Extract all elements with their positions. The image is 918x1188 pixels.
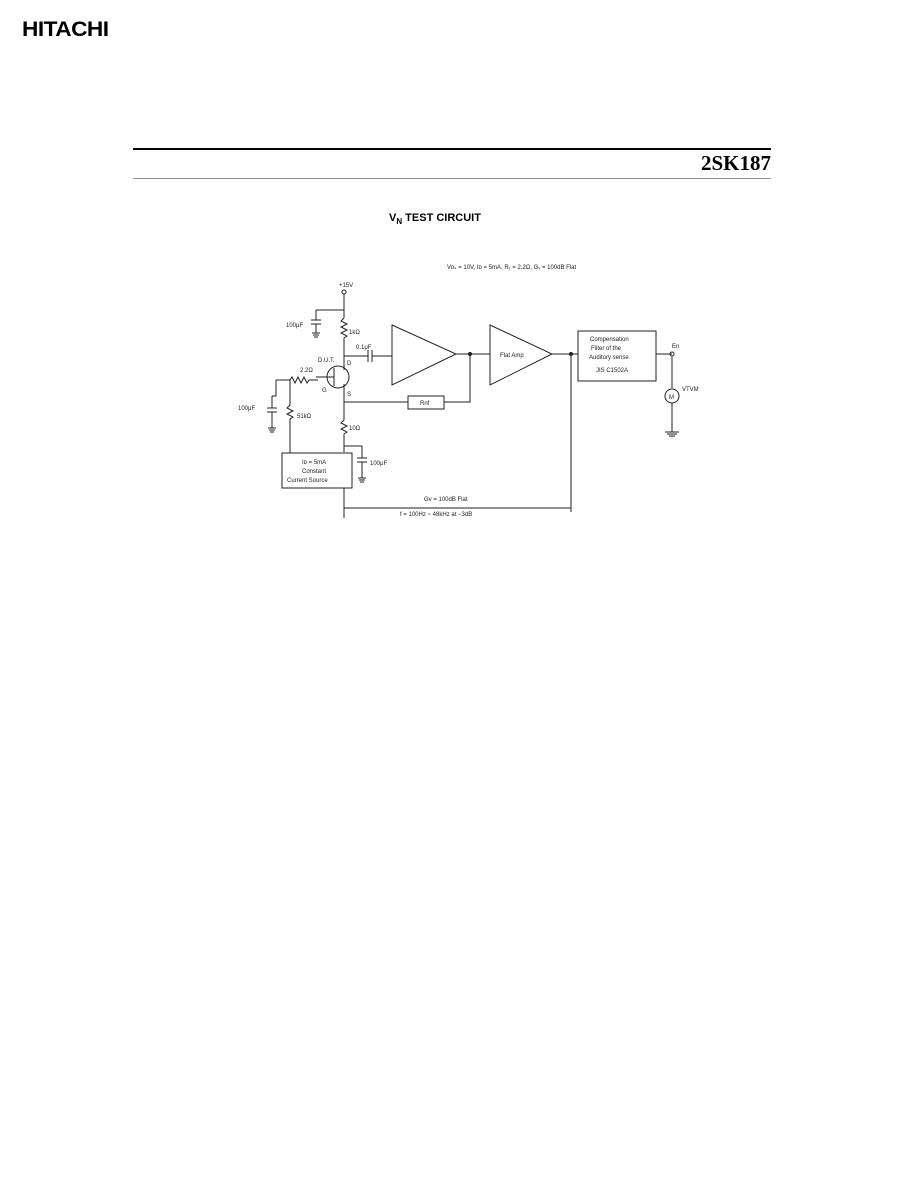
- wire-c2-top: [272, 380, 277, 397]
- label-comp-2: Filter of the: [591, 346, 622, 352]
- hitachi-logo: HITACHI: [22, 18, 109, 41]
- resistor-bias: [285, 380, 295, 453]
- part-number: 2SK187: [700, 151, 771, 175]
- resistor-source: [339, 402, 349, 452]
- resistor-gate: [276, 375, 318, 385]
- figure-title: VN TEST CIRCUIT: [389, 212, 481, 226]
- label-pin-d: D: [347, 361, 352, 367]
- amplifier-1: [391, 324, 458, 386]
- ground-c1: [312, 324, 320, 338]
- vn-test-circuit-diagram: +15V 100μF 1kΩ 0.1μF D.U.T. D G S 2.2Ω 1…: [238, 265, 699, 518]
- label-conditions: Vᴅₛ = 10V, Iᴅ = 5mA, R₁ = 2.2Ω, Gᵥ = 100…: [447, 265, 576, 271]
- wire-c3: [344, 445, 363, 458]
- label-ccs-1: Iᴅ = 5mA: [302, 460, 326, 466]
- label-r-drain: 1kΩ: [349, 330, 360, 336]
- label-c3: 100μF: [370, 461, 387, 467]
- label-comp-3: Auditory sense: [589, 355, 629, 361]
- wire-source-feedback: [344, 356, 471, 403]
- label-pin-g: G: [322, 388, 327, 394]
- capacitor-c1: [311, 319, 321, 325]
- capacitor-c3: [357, 457, 367, 463]
- label-c-couple: 0.1μF: [356, 345, 372, 351]
- header-subrule: [133, 178, 771, 179]
- compensation-filter-box: [577, 330, 657, 382]
- capacitor-couple: [344, 350, 392, 362]
- title-rest: TEST CIRCUIT: [402, 212, 481, 224]
- resistor-rnf: [407, 395, 445, 410]
- header-rule: [133, 148, 771, 150]
- label-output: En: [672, 344, 679, 350]
- title-subscript: N: [396, 217, 403, 227]
- label-meter-symbol: M: [669, 395, 674, 401]
- label-flat-amp: Flat Amp: [500, 353, 524, 359]
- resistor-drain: [339, 317, 349, 356]
- flat-amplifier: [489, 324, 554, 386]
- label-pin-s: S: [347, 392, 351, 398]
- capacitor-c2: [267, 407, 277, 413]
- title-v: V: [389, 212, 397, 224]
- label-rnf: Rnf: [420, 401, 430, 407]
- label-comp-4: JIS C1502A: [596, 368, 628, 374]
- label-meter: VTVM: [682, 387, 699, 393]
- label-r-bias: 51kΩ: [297, 414, 312, 420]
- label-c2: 100μF: [238, 406, 255, 412]
- ground-c3: [358, 462, 366, 483]
- ground-c2: [268, 412, 276, 433]
- label-bandwidth: f = 100Hz ~ 48kHz at −3dB: [400, 512, 472, 518]
- label-r-gate: 2.2Ω: [300, 368, 313, 374]
- label-c1: 100μF: [286, 323, 303, 329]
- label-supply: +15V: [339, 283, 353, 289]
- ground-meter: [665, 403, 679, 437]
- label-gain: Gv = 100dB Flat: [424, 497, 468, 503]
- constant-current-source-box: [281, 452, 353, 489]
- label-r-source: 10Ω: [349, 426, 361, 432]
- label-dut: D.U.T.: [318, 358, 335, 364]
- label-comp-1: Compensation: [590, 337, 629, 343]
- supply-terminal: [341, 289, 347, 295]
- label-ccs-3: Current Source: [287, 478, 328, 484]
- label-ccs-2: Constant: [302, 469, 326, 475]
